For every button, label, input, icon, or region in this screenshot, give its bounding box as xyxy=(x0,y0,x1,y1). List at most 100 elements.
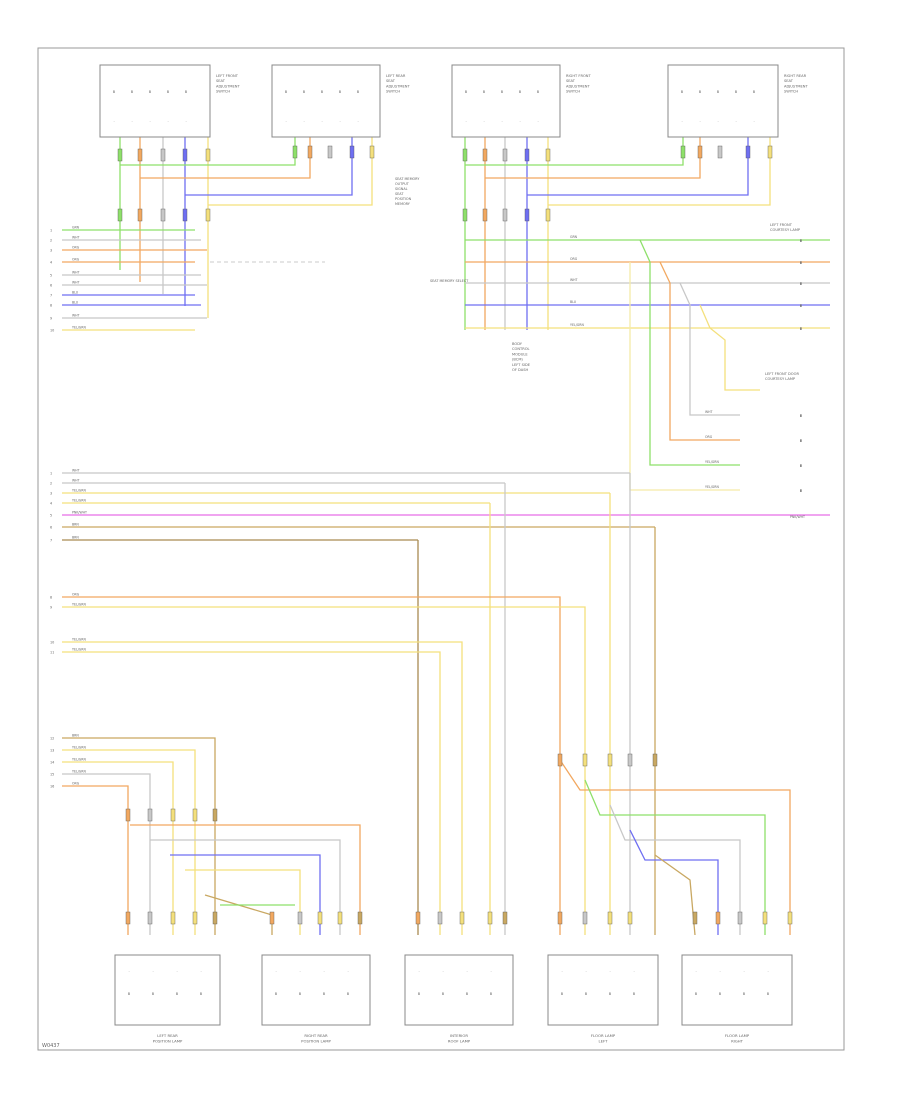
pin-label: · xyxy=(149,120,150,124)
connector-pin xyxy=(182,208,188,222)
pin-label: · xyxy=(200,970,201,974)
wire-label: YEL/GRN xyxy=(72,746,86,750)
row-number: 12 xyxy=(50,737,54,741)
connector-pin xyxy=(297,911,303,925)
connector-pin xyxy=(745,145,751,159)
wire-label: ORG xyxy=(570,257,578,261)
connector-pin xyxy=(160,208,166,222)
component-label: SEAT xyxy=(566,79,576,83)
component-label: LEFT xyxy=(599,1038,609,1043)
pin-label: B xyxy=(323,992,326,996)
row-wire xyxy=(62,749,196,935)
connector-pin xyxy=(137,148,143,162)
connector-pin xyxy=(524,148,530,162)
top-switch-box xyxy=(451,64,561,138)
pin-label: · xyxy=(465,120,466,124)
pin-label: · xyxy=(167,120,168,124)
wire-label: YEL/GRN xyxy=(72,758,86,762)
wire-blue xyxy=(527,137,749,196)
connector-pin xyxy=(459,911,465,925)
pin-label: · xyxy=(299,970,300,974)
wire-label: BLU xyxy=(570,300,577,304)
connector-pin xyxy=(182,148,188,162)
component-label: ROOF LAMP xyxy=(448,1038,471,1043)
row-number: 10 xyxy=(50,641,54,645)
module-label: BODY xyxy=(512,342,523,346)
pin-label: B xyxy=(466,992,469,996)
pin-label: · xyxy=(501,120,502,124)
connector-pin xyxy=(117,208,123,222)
connector-pin xyxy=(697,145,703,159)
connector-pin xyxy=(502,911,508,925)
connector-pin xyxy=(349,145,355,159)
connector-pin xyxy=(269,911,275,925)
pin-mark: ▮ xyxy=(800,282,802,286)
cross-wire xyxy=(654,854,696,936)
wire-label: PNK/WHT xyxy=(790,515,805,519)
pin-label: B xyxy=(519,90,522,94)
labels-layer: B·B·B·B·B·LEFT FRONTSEATADJUSTMENTSWITCH… xyxy=(50,74,808,1043)
top-switch-box xyxy=(667,64,779,138)
wire-label: WHT xyxy=(705,410,713,414)
pin-label: B xyxy=(285,90,288,94)
pin-label: B xyxy=(585,992,588,996)
pin-mark: ▮ xyxy=(800,414,802,418)
wire-label: GRN xyxy=(72,226,80,230)
branch-wire xyxy=(699,304,760,391)
connector-pin xyxy=(357,911,363,925)
component-label: ADJUSTMENT xyxy=(386,84,410,88)
pin-label: B xyxy=(681,90,684,94)
connector-title: COURTESY LAMP xyxy=(765,377,796,381)
connector-pin xyxy=(767,145,773,159)
row-number: 8 xyxy=(50,304,52,308)
pin-label: · xyxy=(466,970,467,974)
pin-label: · xyxy=(275,970,276,974)
wires-layer xyxy=(62,137,830,936)
pin-label: B xyxy=(561,992,564,996)
pin-mark: ▮ xyxy=(800,239,802,243)
pin-label: · xyxy=(176,970,177,974)
pin-label: B xyxy=(743,992,746,996)
component-label: SEAT xyxy=(216,79,226,83)
connector-pin xyxy=(545,208,551,222)
pin-mark: ▮ xyxy=(800,464,802,468)
pin-label: · xyxy=(695,970,696,974)
wire-label: WHT xyxy=(72,281,80,285)
connector-pin xyxy=(317,911,323,925)
component-label: RIGHT xyxy=(731,1038,744,1043)
component-label: LEFT REAR xyxy=(386,74,406,78)
connector-title: LEFT FRONT DOOR xyxy=(765,372,799,376)
connector-pin xyxy=(170,911,176,925)
pin-label: · xyxy=(323,970,324,974)
wire-label: WHT xyxy=(72,271,80,275)
connector-pin xyxy=(482,208,488,222)
pin-label: B xyxy=(152,992,155,996)
pin-label: · xyxy=(585,970,586,974)
connector-pin xyxy=(415,911,421,925)
connector-pin xyxy=(627,753,633,767)
wire-label: YEL/GRN xyxy=(72,603,86,607)
pin-label: B xyxy=(735,90,738,94)
components-layer xyxy=(99,64,793,1026)
pin-label: · xyxy=(303,120,304,124)
connector-pin xyxy=(192,808,198,822)
connector-pin xyxy=(292,145,298,159)
wire-label: BLU xyxy=(72,291,79,295)
row-wire xyxy=(62,773,151,935)
pin-label: · xyxy=(483,120,484,124)
pin-label: · xyxy=(699,120,700,124)
row-wire xyxy=(62,785,129,935)
pin-label: B xyxy=(501,90,504,94)
wire-label: PNK/WHT xyxy=(72,511,87,515)
pin-label: B xyxy=(357,90,360,94)
module-label: SIGNAL xyxy=(395,187,408,191)
row-number: 6 xyxy=(50,526,52,530)
pin-label: · xyxy=(735,120,736,124)
connector-pin xyxy=(462,148,468,162)
row-number: 5 xyxy=(50,514,52,518)
row-number: 7 xyxy=(50,294,52,298)
pin-label: B xyxy=(609,992,612,996)
connector-pin xyxy=(437,911,443,925)
